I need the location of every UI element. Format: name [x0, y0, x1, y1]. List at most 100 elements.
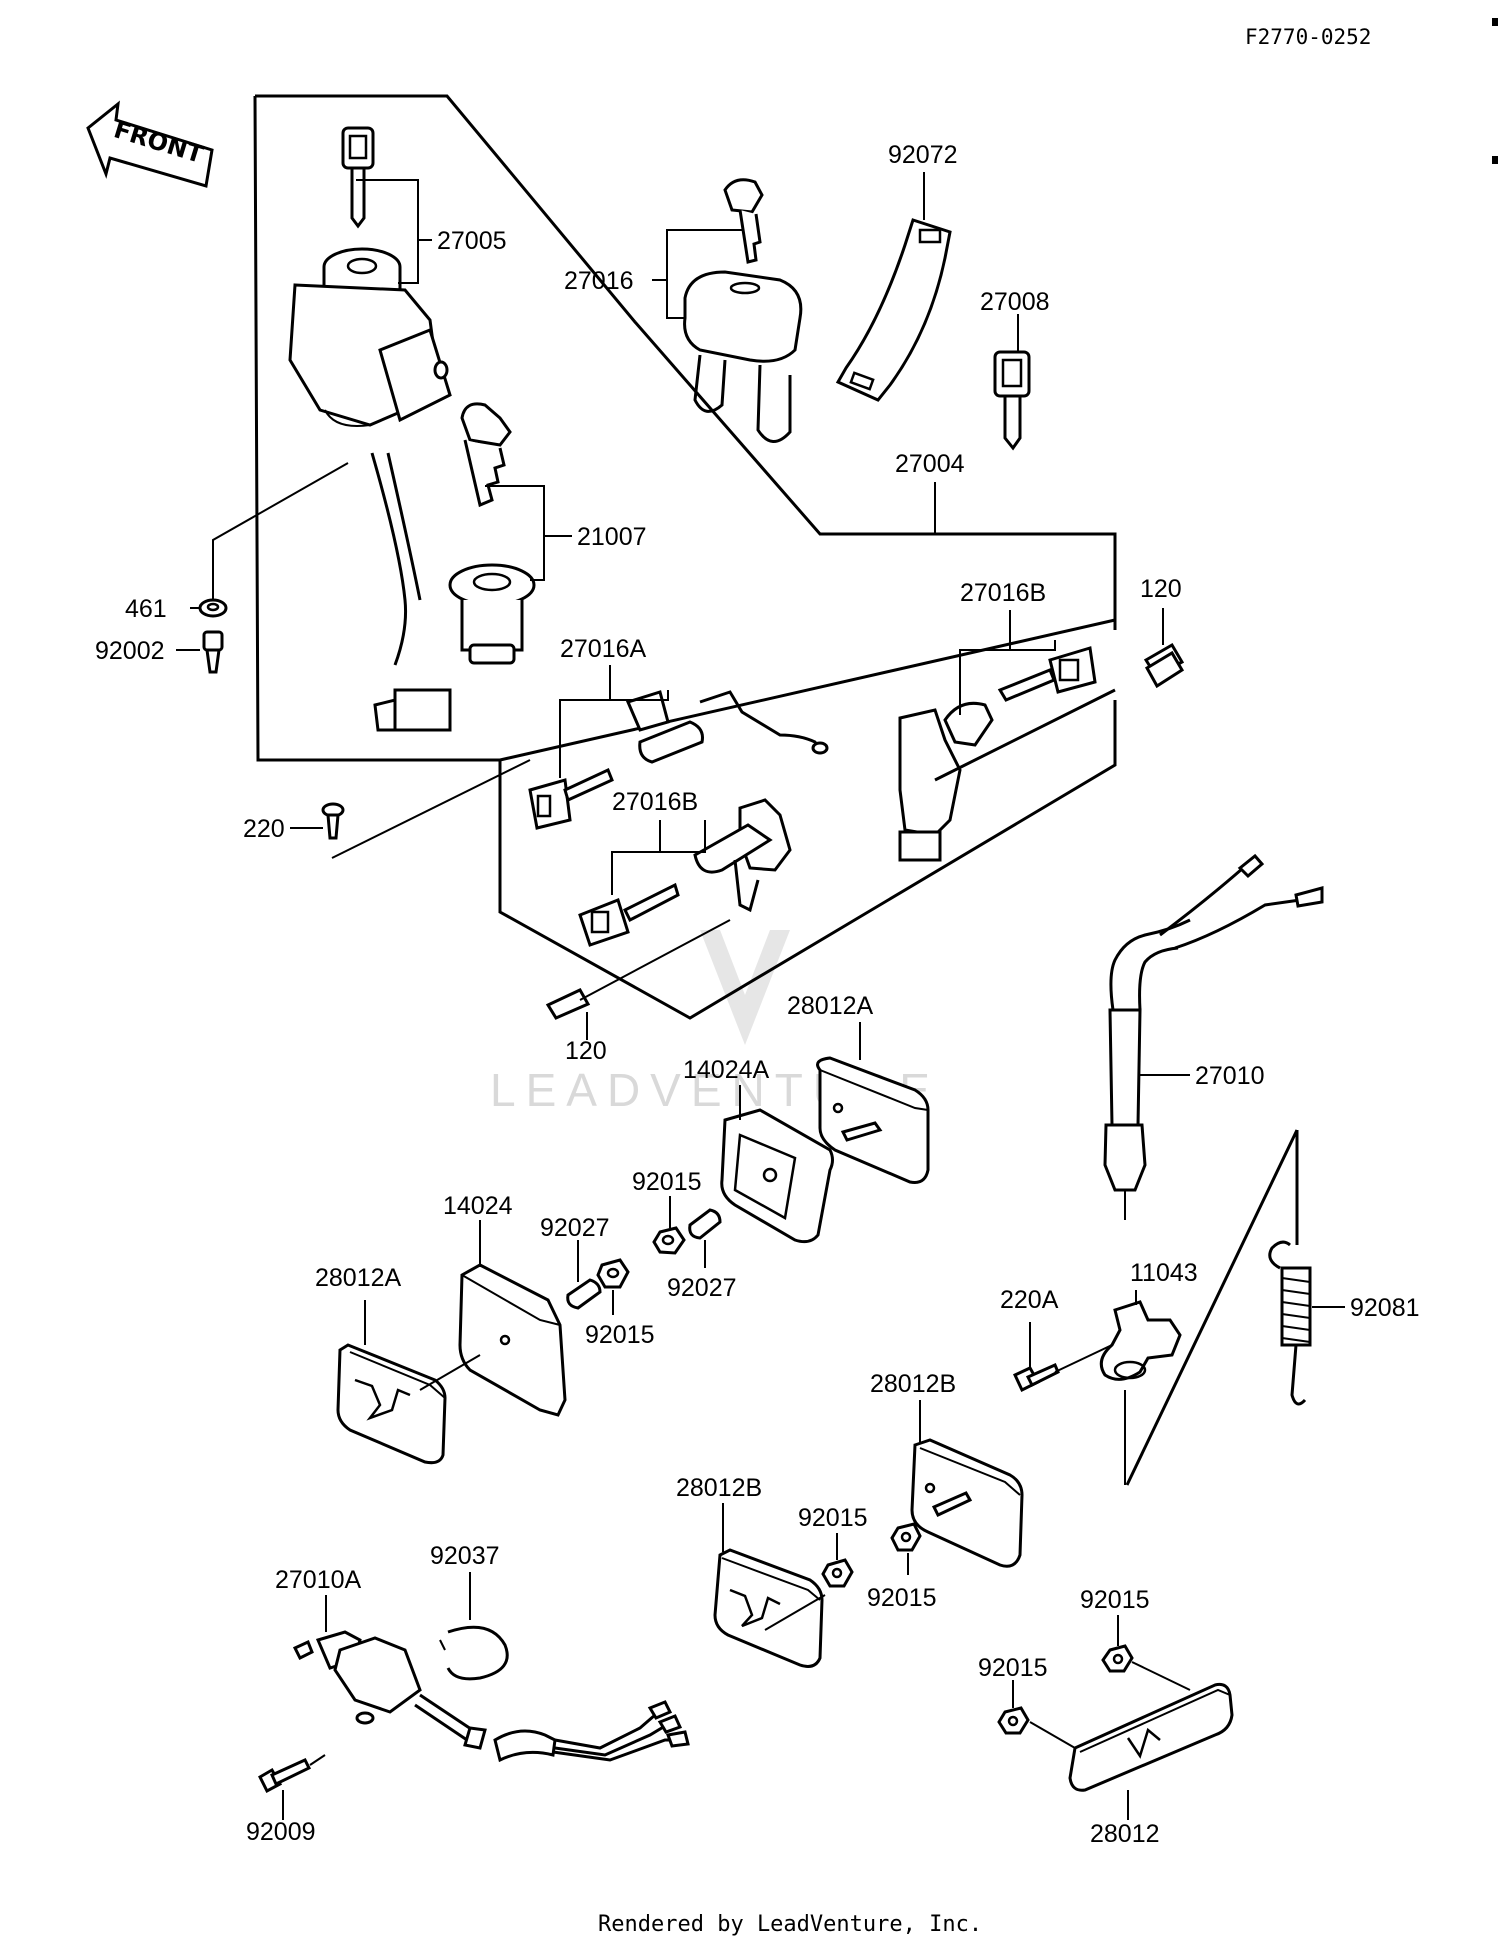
leader-28012A-left	[419, 1354, 481, 1391]
leader-92009	[309, 1754, 326, 1766]
label-14024A: 14024A	[683, 1056, 770, 1084]
label-27004: 27004	[895, 450, 965, 478]
label-27016: 27016	[564, 267, 634, 295]
label-92027-a: 92027	[667, 1274, 737, 1302]
label-92015-c: 92015	[798, 1504, 868, 1532]
reflector-28012B-left-icon	[713, 1548, 824, 1668]
strap-icon	[835, 218, 952, 402]
helmet-lock-key-icon	[723, 178, 764, 264]
reflector-28012-icon	[1029, 1661, 1234, 1792]
screw-icon	[545, 988, 591, 1020]
label-28012A-left: 28012A	[315, 1264, 402, 1292]
screw-icon	[258, 1758, 312, 1794]
reflector-28012A-icon	[816, 1056, 930, 1184]
label-27005: 27005	[437, 227, 507, 255]
key-27016B-icon	[997, 646, 1097, 702]
label-27016B-top: 27016B	[960, 579, 1046, 607]
label-92015-a: 92015	[632, 1168, 702, 1196]
seat-lock-key-icon	[460, 402, 512, 508]
helmet-lock-icon	[683, 270, 803, 443]
footer-credit: Rendered by LeadVenture, Inc.	[598, 1912, 982, 1937]
group-outline	[499, 618, 1116, 762]
reflector-bracket-14024-icon	[458, 1263, 567, 1417]
key-blank-icon	[993, 350, 1031, 451]
nut-icon	[821, 1558, 854, 1588]
edge-mark	[1492, 18, 1498, 26]
leader-27016B-mid	[611, 820, 706, 895]
seat-lock-cylinder-icon	[448, 563, 536, 665]
label-14024: 14024	[443, 1192, 513, 1220]
ignition-wire	[386, 452, 422, 601]
label-120-bottom: 120	[565, 1037, 607, 1065]
label-28012: 28012	[1090, 1820, 1160, 1848]
leader-21007	[485, 485, 545, 581]
label-92037: 92037	[430, 1542, 500, 1570]
key-27016A-icon	[528, 767, 614, 830]
spring-icon	[1268, 1240, 1312, 1406]
label-92081: 92081	[1350, 1294, 1420, 1322]
reflector-28012A-left-icon	[336, 1343, 447, 1465]
nut-icon	[1101, 1644, 1134, 1673]
ignition-switch-icon	[288, 247, 452, 427]
label-461: 461	[125, 595, 167, 623]
label-92009: 92009	[246, 1818, 316, 1846]
leader-28012B-left	[764, 1594, 826, 1631]
label-92015-e: 92015	[1080, 1586, 1150, 1614]
label-92002: 92002	[95, 637, 165, 665]
spacer-icon	[566, 1278, 602, 1310]
label-28012B-left: 28012B	[676, 1474, 762, 1502]
label-28012B-right: 28012B	[870, 1370, 956, 1398]
lock-assembly-icon	[693, 798, 792, 913]
label-27016A: 27016A	[560, 635, 647, 663]
leader-92081	[1125, 1129, 1299, 1486]
label-220: 220	[243, 815, 285, 843]
nut-icon	[890, 1522, 922, 1552]
label-92027-b: 92027	[540, 1214, 610, 1242]
leader-461	[212, 462, 349, 600]
label-28012A-top: 28012A	[787, 992, 874, 1020]
bracket-icon	[1099, 1300, 1182, 1381]
nut-icon	[652, 1226, 686, 1255]
label-27010: 27010	[1195, 1062, 1265, 1090]
edge-mark	[1492, 156, 1498, 164]
leader-220A	[1054, 1344, 1113, 1373]
group-outline	[498, 700, 1117, 1020]
leader-220	[331, 759, 531, 859]
label-92015-d: 92015	[867, 1584, 937, 1612]
screw-icon	[321, 802, 345, 840]
leader-120-bottom	[579, 919, 731, 1001]
label-21007: 21007	[577, 523, 647, 551]
label-92015-f: 92015	[978, 1654, 1048, 1682]
label-92072: 92072	[888, 141, 958, 169]
connector-icon	[373, 688, 452, 732]
label-120-top: 120	[1140, 575, 1182, 603]
wire-harness-icon	[493, 1700, 690, 1763]
reflector-28012B-right-icon	[910, 1438, 1024, 1568]
leader-27005	[356, 179, 419, 284]
leader-27016B-top	[959, 640, 1056, 715]
label-27016B-mid: 27016B	[612, 788, 698, 816]
diagram-code: F2770-0252	[1245, 25, 1371, 49]
brake-switch-icon	[292, 1630, 487, 1750]
nut-icon	[596, 1258, 630, 1289]
leader-27016	[666, 229, 744, 319]
label-11043: 11043	[1130, 1259, 1198, 1287]
spacer-icon	[688, 1208, 722, 1240]
clip-icon	[439, 1625, 509, 1681]
key-27016B-mid-icon	[578, 882, 680, 947]
screw-icon	[1013, 1363, 1060, 1393]
label-27008: 27008	[980, 288, 1050, 316]
front-arrow-icon: FRONT	[86, 100, 214, 188]
group-outline	[255, 94, 1117, 630]
screw-icon	[1143, 642, 1185, 689]
bolt-icon	[202, 630, 224, 674]
lock-assembly-icon	[898, 688, 1116, 862]
ignition-key-icon	[341, 126, 375, 229]
neutral-switch-icon	[1103, 853, 1324, 1220]
washer-icon	[198, 598, 228, 618]
leader-27016A	[559, 690, 669, 778]
label-27010A: 27010A	[275, 1566, 362, 1594]
reflector-bracket-14024A-icon	[720, 1108, 834, 1244]
nut-icon	[997, 1706, 1030, 1735]
